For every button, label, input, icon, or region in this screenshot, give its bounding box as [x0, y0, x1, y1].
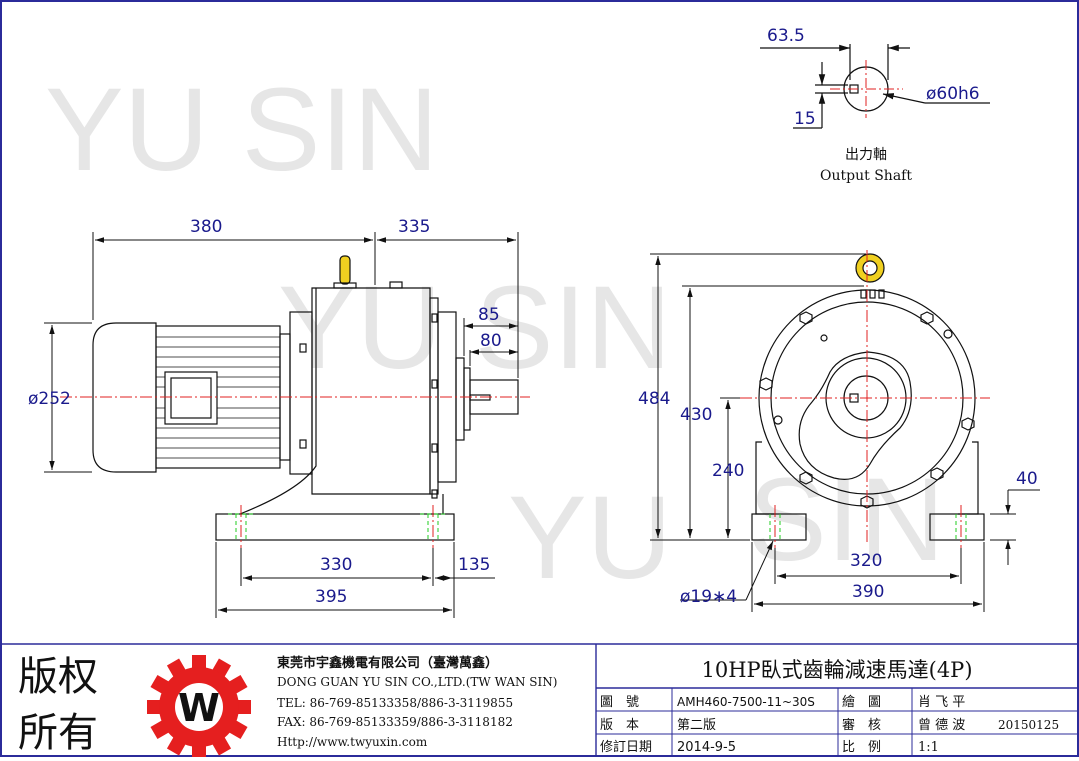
side-eyebolt-base [333, 282, 357, 289]
review-date: 20150125 [998, 718, 1059, 732]
motor-fan-cover [92, 322, 157, 473]
shaft-diameter-dim: ø60h6 [926, 84, 980, 104]
dim-484: 484 [638, 389, 670, 409]
side-dimensions [44, 232, 519, 618]
company-fax: FAX: 86-769-85133359/886-3-3118182 [277, 715, 513, 729]
dim-85: 85 [478, 305, 500, 325]
gearbox-bolts [299, 281, 438, 499]
product-title: 10HP臥式齒輪減速馬達(4P) [701, 658, 972, 682]
scale-label: 比 例 [842, 740, 881, 755]
dim-135: 135 [458, 555, 490, 575]
title-block [1, 643, 1078, 756]
dim-240: 240 [712, 461, 744, 481]
front-base-left [751, 513, 807, 541]
watermark-middle: YU SIN [278, 262, 671, 394]
gear-tooth [147, 700, 163, 714]
dim-motor-diameter: ø252 [28, 389, 71, 409]
side-view [92, 255, 519, 541]
shaft-key-dim: 15 [794, 109, 816, 129]
drawn-by-value: 肖 飞 平 [918, 695, 965, 710]
scale-value: 1:1 [918, 740, 939, 755]
reviewed-by-value: 曾 德 波 [918, 718, 965, 733]
output-shaft-detail [760, 44, 990, 129]
front-base-right [929, 513, 985, 541]
watermark-top: YU SIN [45, 64, 438, 196]
front-centerlines [740, 250, 990, 548]
dim-80: 80 [480, 331, 502, 351]
revision-date-label: 修訂日期 [600, 739, 652, 755]
drawing-no-value: AMH460-7500-11~30S [677, 695, 815, 709]
shaft-label-cn: 出力軸 [845, 147, 887, 163]
gear-tooth [235, 700, 251, 714]
reviewed-by-label: 審 核 [842, 718, 881, 733]
dim-40: 40 [1016, 469, 1038, 489]
company-logo: W [147, 655, 251, 759]
terminal-box [164, 371, 218, 425]
drawing-no-label: 圖 號 [600, 695, 639, 710]
watermark-bottom-yu: YU [508, 472, 672, 604]
revision-date-value: 2014-9-5 [677, 740, 736, 755]
gearbox-foot-curve [239, 288, 317, 515]
logo-letter: W [178, 686, 220, 730]
gear-tooth [192, 743, 206, 759]
dim-395: 395 [315, 587, 347, 607]
dim-330: 330 [320, 555, 352, 575]
side-eyebolt [339, 255, 351, 285]
terminal-box-lid [170, 377, 212, 419]
gearbox-base [215, 513, 455, 541]
shaft-dia-leader [882, 93, 926, 104]
watermark-bottom-sin: SIN [748, 454, 945, 586]
front-top-bolts [860, 289, 885, 299]
dim-320: 320 [850, 551, 882, 571]
side-centerlines [60, 396, 530, 548]
gear-tooth [192, 655, 206, 671]
company-name-en: DONG GUAN YU SIN CO.,LTD.(TW WAN SIN) [277, 675, 557, 689]
drawn-by-label: 繪 圖 [842, 694, 881, 710]
company-website: Http://www.twyuxin.com [277, 735, 428, 749]
dim-mounting-holes: ø19∗4 [680, 587, 737, 607]
company-tel: TEL: 86-769-85133358/886-3-3119855 [277, 696, 513, 710]
front-output-cover [798, 351, 912, 480]
front-base-holes [769, 514, 967, 540]
front-eyebolt-hole [862, 260, 878, 276]
shaft-width-dim: 63.5 [767, 26, 805, 46]
dim-390: 390 [852, 582, 884, 602]
dim-430: 430 [680, 405, 712, 425]
shaft-label-en: Output Shaft [820, 168, 912, 184]
copyright-line-2: 所有 [18, 710, 98, 756]
front-right-leg [958, 441, 979, 515]
side-base-holes [228, 513, 448, 540]
front-bolts [759, 311, 975, 509]
dim-gear-length: 335 [398, 217, 430, 237]
dim-motor-length: 380 [190, 217, 222, 237]
version-value: 第二版 [677, 718, 716, 733]
version-label: 版 本 [600, 718, 639, 733]
copyright-line-1: 版权 [18, 654, 98, 700]
company-name-cn: 東莞市宇鑫機電有限公司（臺灣萬鑫） [277, 655, 498, 671]
front-dimensions [650, 253, 1040, 612]
